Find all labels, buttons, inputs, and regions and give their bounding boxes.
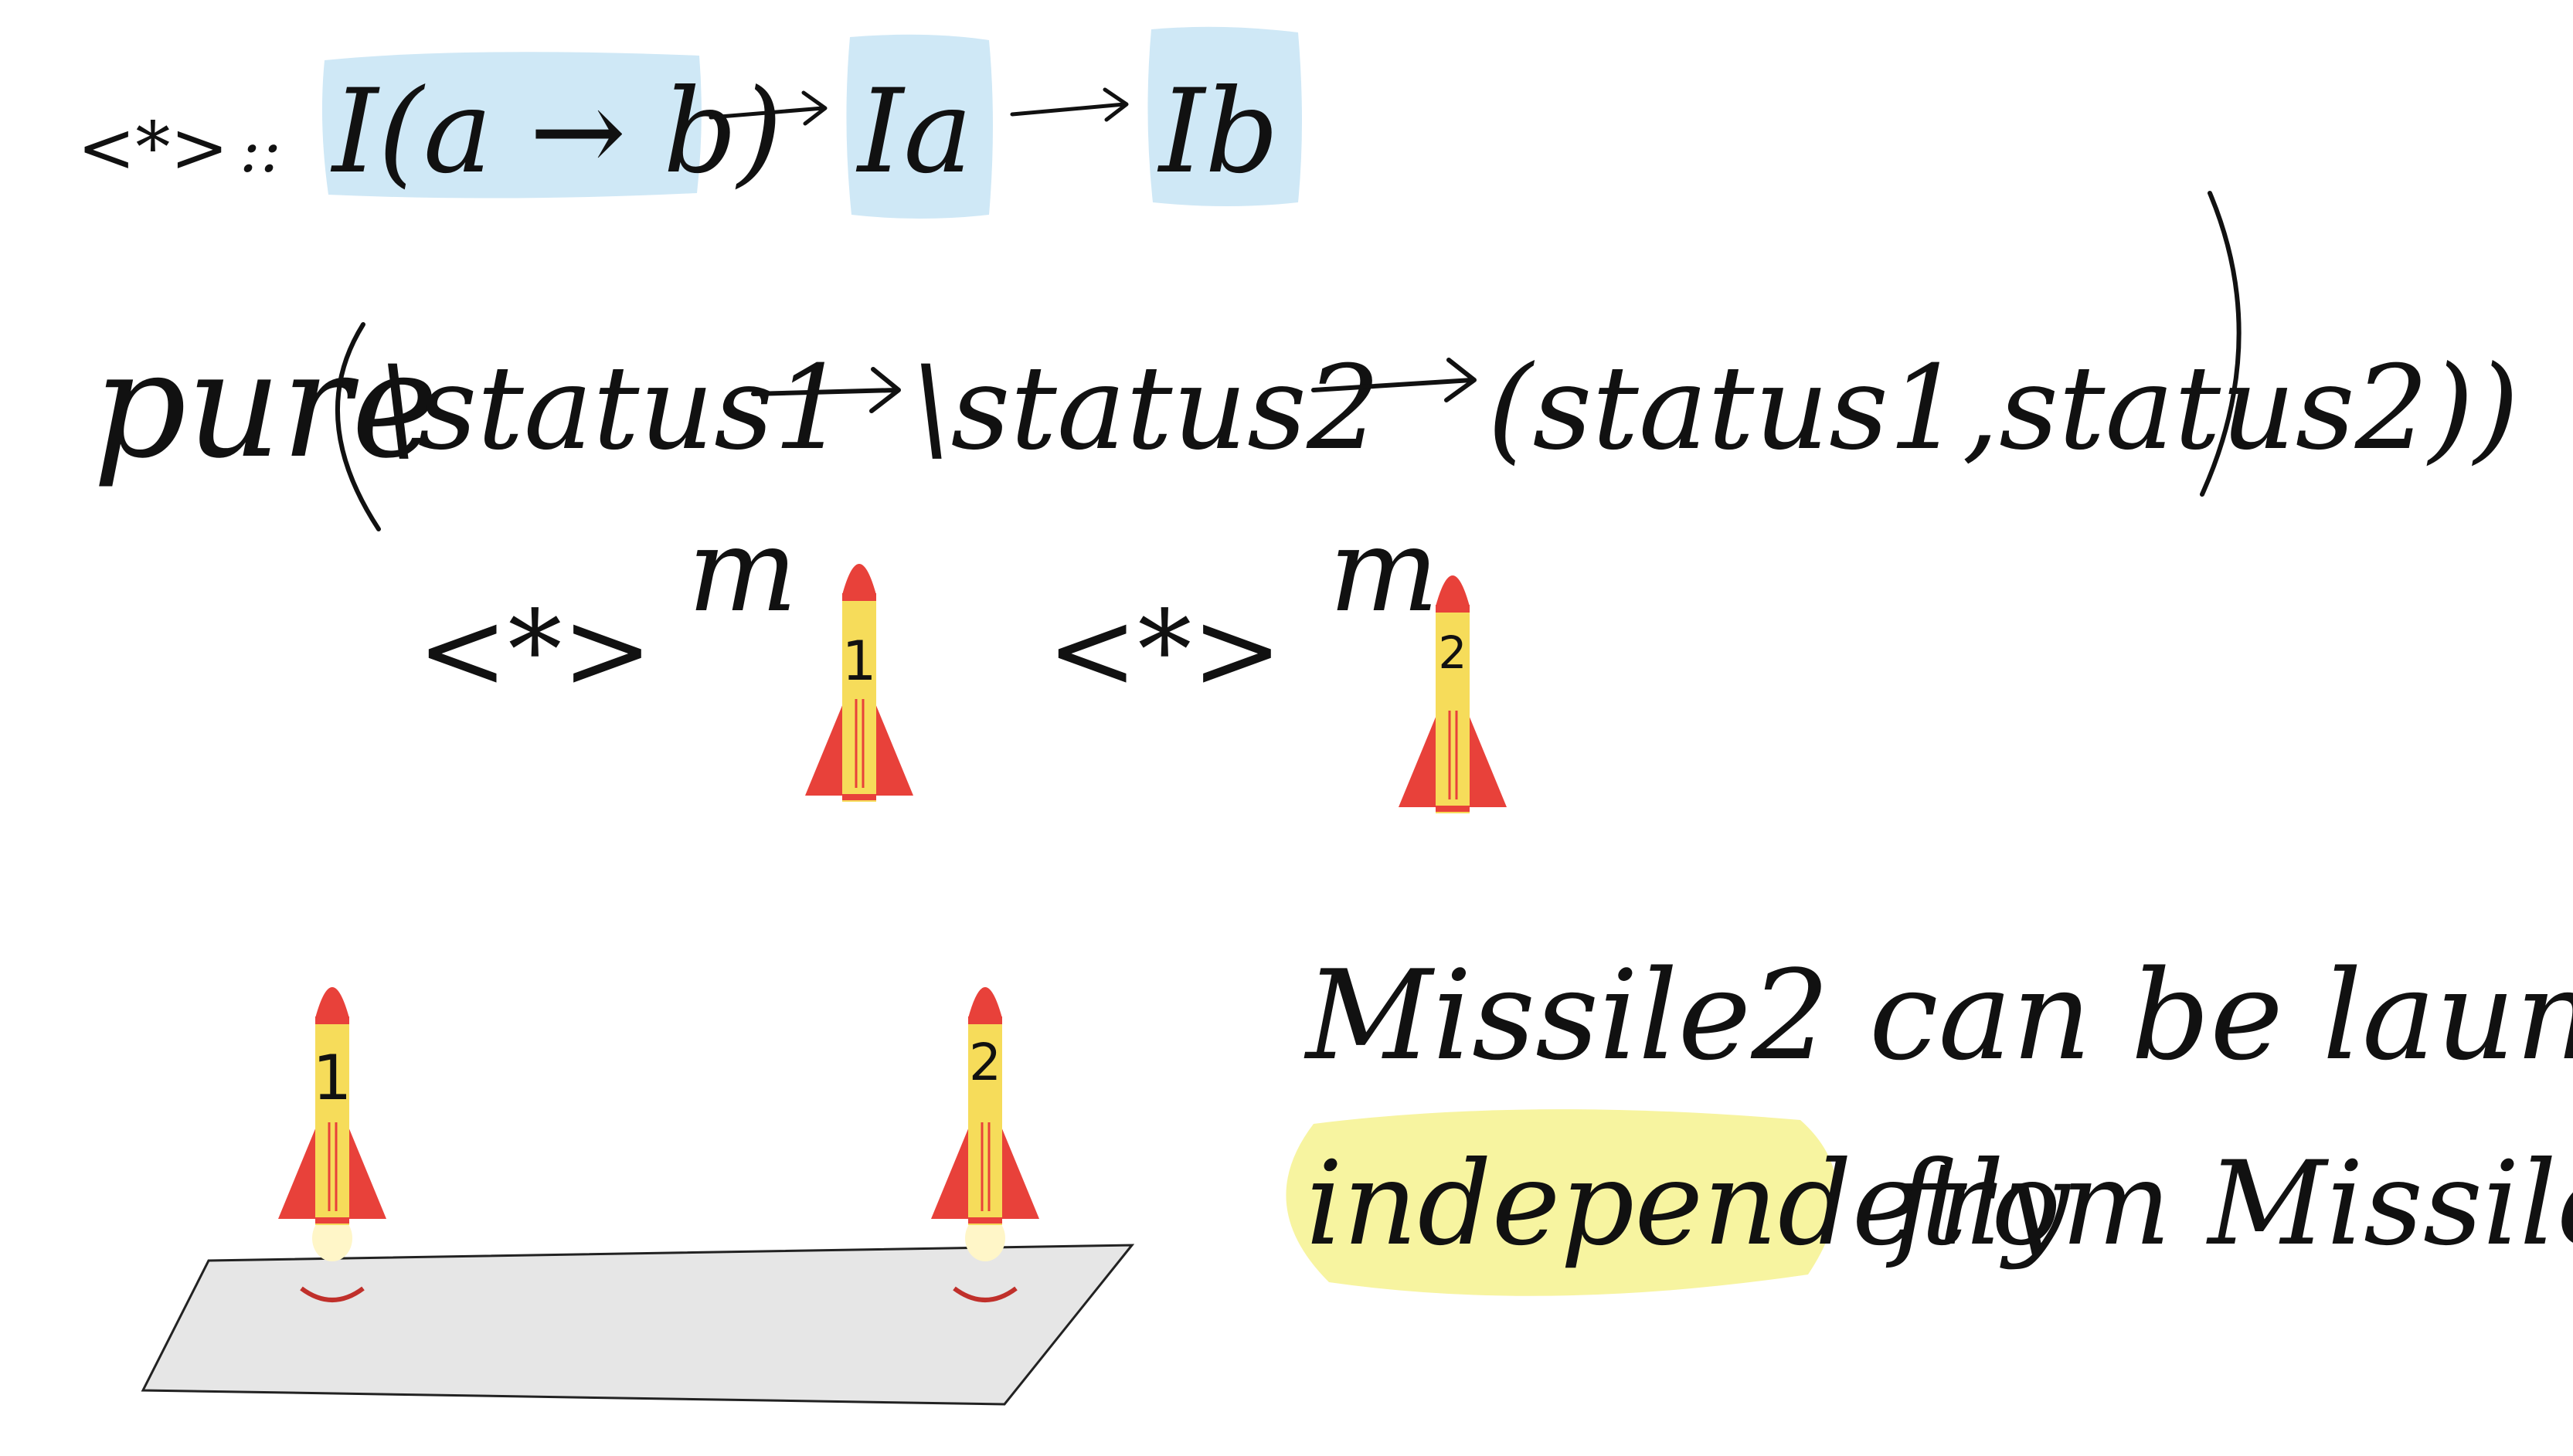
pad-rocket-2-icon: 2: [930, 986, 1041, 1302]
box-term3: [1147, 26, 1302, 206]
caption-highlight: [1286, 1109, 1837, 1296]
launch-scene: 1 2: [141, 986, 1135, 1406]
box-term1: [321, 52, 702, 199]
caption-highlight-word: independetly: [1306, 1137, 2072, 1271]
box-term2: [846, 34, 993, 219]
launch-pad: [141, 1244, 1135, 1406]
open-paren-icon: [335, 322, 381, 531]
expression-lambda2: \status2: [912, 341, 1381, 476]
caption-line2-rest: from Missile1: [1885, 1137, 2573, 1271]
apply-op2: <*>: [1047, 588, 1283, 714]
apply-m2: m: [1329, 504, 1439, 638]
rocket-2-icon: 2: [1397, 574, 1508, 815]
rocket-1-icon: 1: [804, 562, 915, 803]
arrow-3-icon: [751, 367, 901, 413]
pad-rocket-2-number: 2: [969, 1033, 1001, 1092]
rocket-1-number: 1: [842, 630, 877, 693]
signature-highlight-boxes: [321, 26, 1302, 219]
close-paren-icon: [2200, 191, 2242, 497]
caption-line1: Missile2 can be launched: [1303, 943, 2573, 1088]
arrow-2-icon: [1010, 87, 1129, 122]
rocket-2-number: 2: [1439, 626, 1467, 679]
apply-op1: <*>: [417, 588, 653, 714]
expression-row: pure \status1 \status2 (status1,status2)…: [93, 191, 2519, 531]
apply-row: <*> m 1 <*> m 2: [417, 504, 1508, 815]
signature-term1: I(a → b): [330, 65, 783, 199]
arrow-4-icon: [1311, 358, 1477, 402]
caption: Missile2 can be launched independetly fr…: [1286, 943, 2573, 1296]
signature-double-colon: ::: [240, 114, 281, 186]
signature-term2: Ia: [855, 65, 973, 199]
pad-rocket-1-number: 1: [313, 1042, 352, 1114]
signature-term3: Ib: [1157, 65, 1279, 199]
signature-operator: <*>: [77, 107, 229, 188]
expression-lambda1: \status1: [379, 341, 848, 476]
expression-pure: pure: [93, 320, 438, 490]
pad-rocket-1-icon: 1: [277, 986, 388, 1302]
apply-m1: m: [688, 504, 797, 638]
expression-result: (status1,status2)): [1487, 341, 2519, 476]
signature-row: <*> :: I(a → b) Ia Ib: [77, 26, 1302, 219]
arrow-1-icon: [709, 90, 828, 126]
